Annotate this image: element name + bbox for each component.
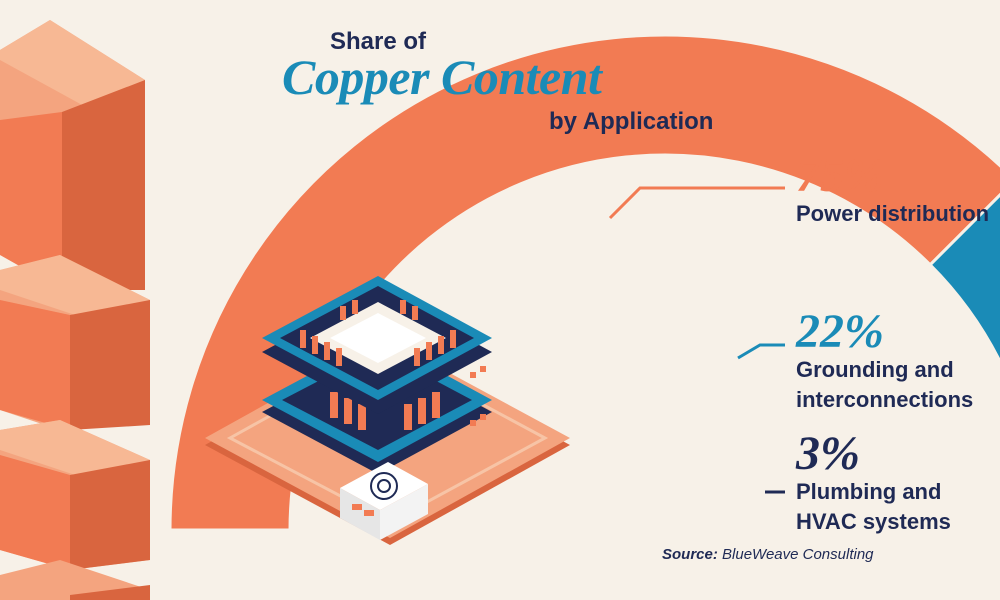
slice-power (168, 33, 1000, 532)
category-label-grounding-line1: Grounding and (796, 357, 954, 382)
source-label: Source: (662, 546, 718, 563)
category-label-grounding-line2: interconnections (796, 387, 974, 412)
value-label-grounding: 22% (796, 305, 884, 358)
value-label-power: 75% (796, 149, 884, 202)
leader-line-power (608, 186, 785, 220)
copper-cube-middle (0, 255, 150, 430)
donut-chart (168, 33, 1000, 532)
category-label-plumbing-line2: HVAC systems (796, 509, 951, 534)
copper-cube-top (0, 20, 145, 290)
source-note: Source: BlueWeave Consulting (662, 546, 874, 563)
category-label-plumbing-line1: Plumbing and (796, 479, 942, 504)
value-label-plumbing: 3% (796, 427, 860, 480)
chart-title: Copper Content (282, 49, 602, 105)
title-prefix: Share of (330, 28, 427, 55)
source-text: BlueWeave Consulting (722, 546, 874, 563)
slice-grounding (928, 192, 1000, 365)
leader-line-grounding (737, 343, 785, 360)
copper-cubes-decoration (0, 20, 150, 600)
category-label-power: Power distribution (796, 201, 990, 226)
copper-cube-bottom (0, 560, 150, 600)
chip-illustration (205, 276, 570, 545)
copper-cube-lower (0, 420, 150, 570)
title-suffix: by Application (549, 108, 714, 135)
